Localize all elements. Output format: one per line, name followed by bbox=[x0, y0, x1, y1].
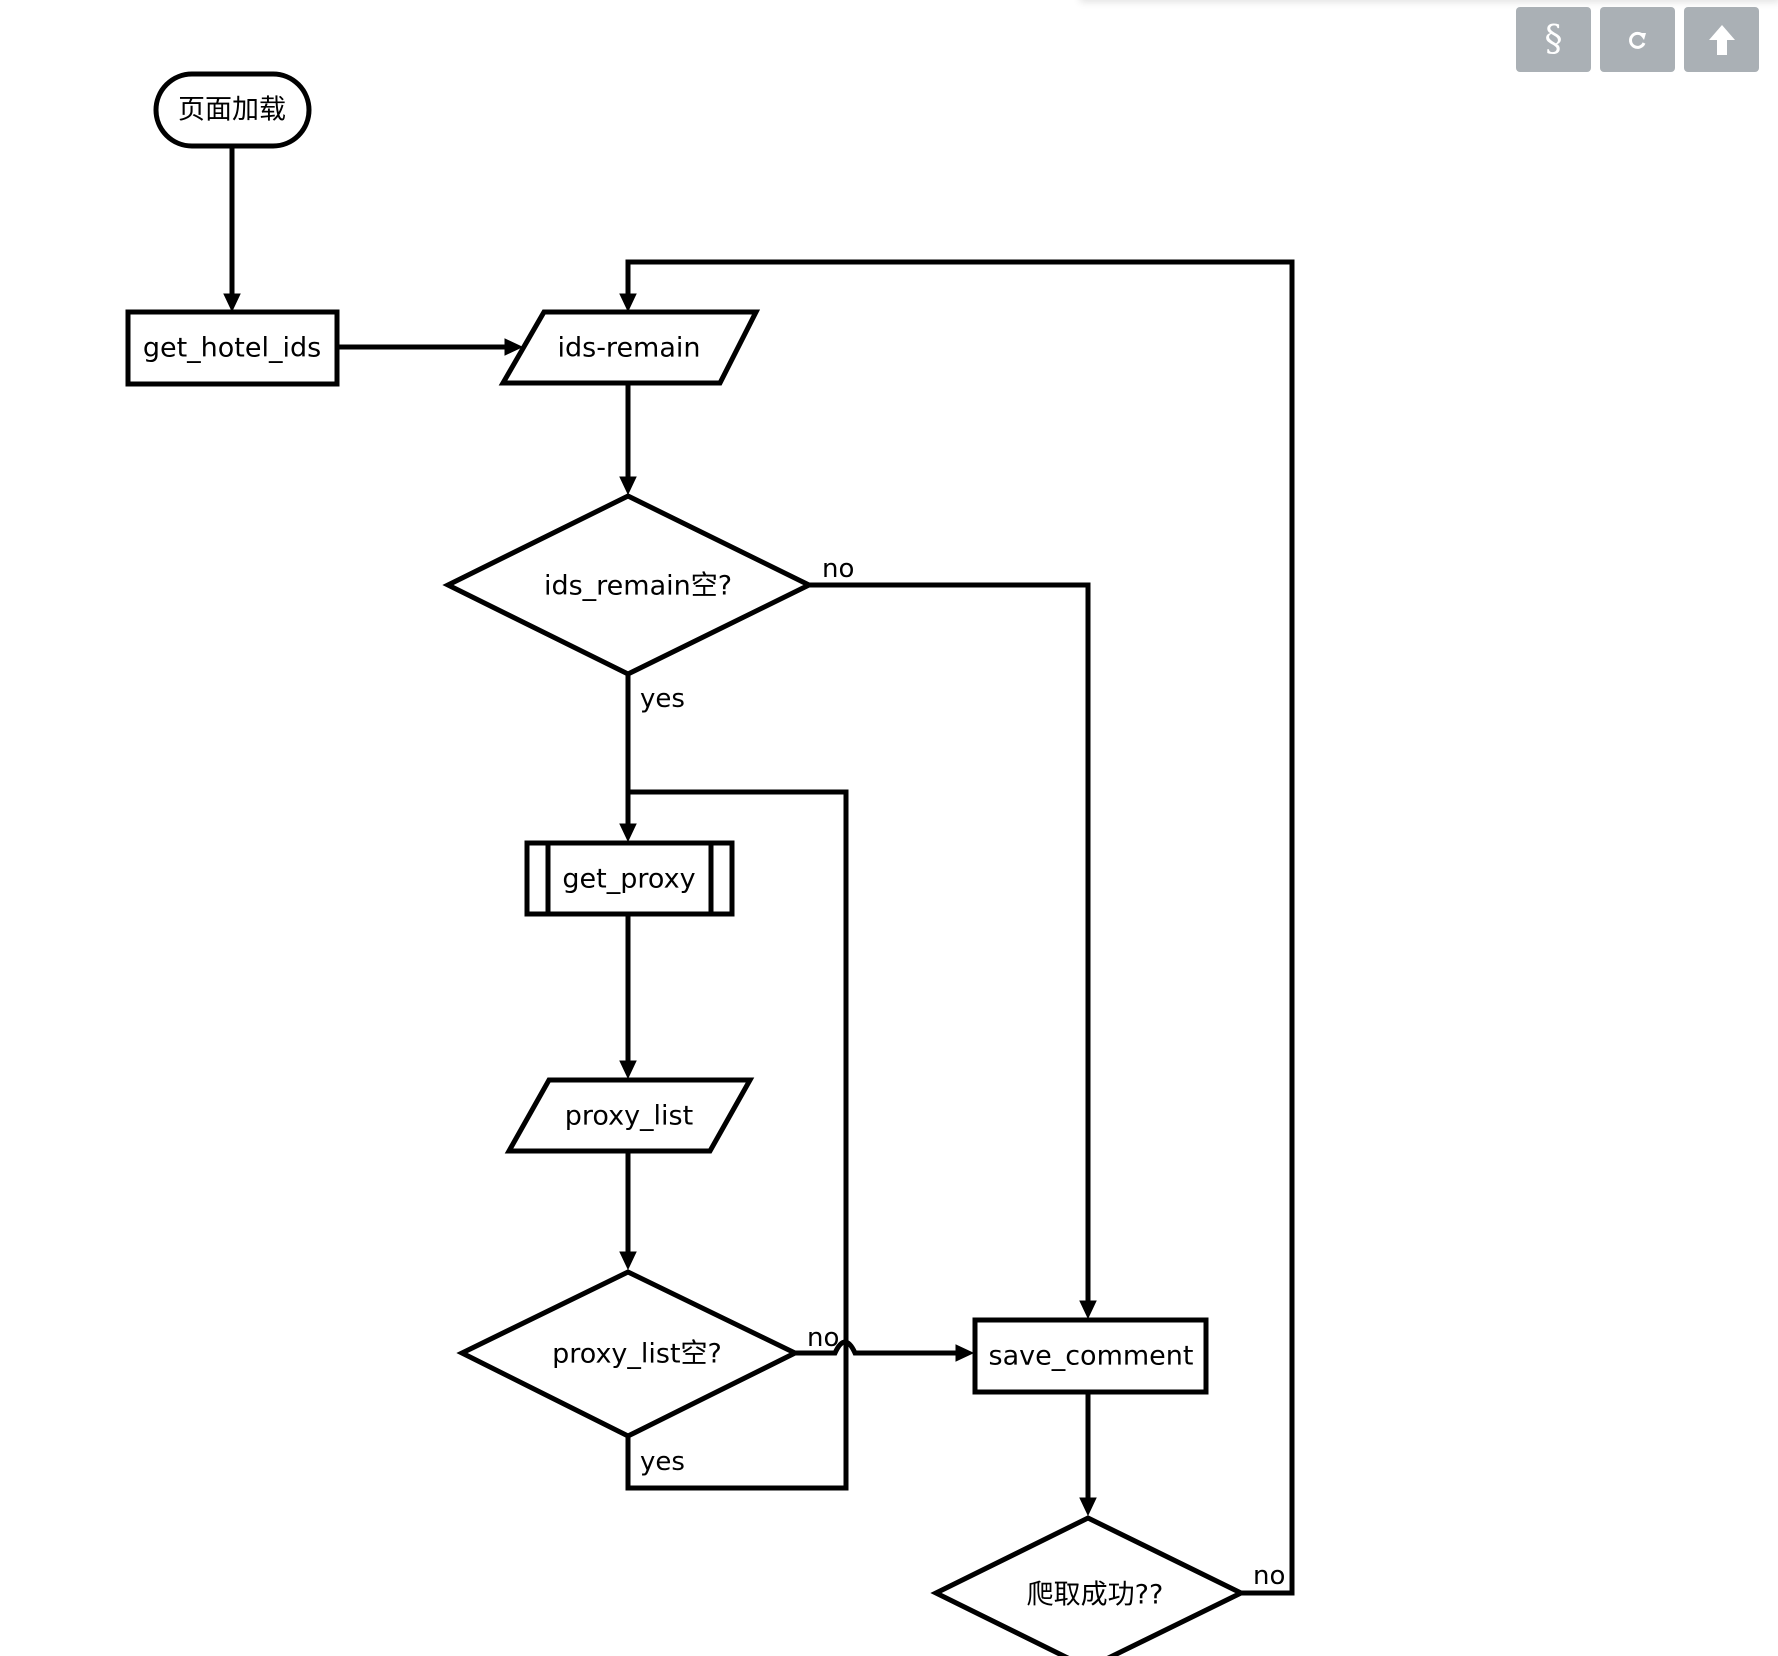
edge-labels: no yes no yes no bbox=[640, 554, 1285, 1591]
edge-crawl-no-to-ids-remain bbox=[625, 259, 1295, 1596]
node-proxy-list-data[interactable]: proxy_list bbox=[504, 1077, 755, 1154]
get-proxy-label: get_proxy bbox=[562, 864, 695, 895]
node-save-comment[interactable]: save_comment bbox=[972, 1317, 1209, 1395]
arrowhead-save-comment-left bbox=[955, 1344, 975, 1362]
save-comment-shape bbox=[972, 1317, 1209, 1395]
start-label: 页面加载 bbox=[178, 95, 286, 126]
section-button[interactable]: § bbox=[1516, 7, 1591, 72]
arrowhead-proxy-list bbox=[619, 1060, 637, 1080]
proxy-list-no-label: no bbox=[807, 1323, 839, 1353]
arrow-up-icon bbox=[1708, 24, 1735, 55]
start-terminal-shape bbox=[153, 71, 312, 149]
toolbar: § bbox=[1516, 7, 1759, 72]
get-hotel-ids-shape bbox=[125, 309, 340, 387]
save-comment-label: save_comment bbox=[989, 1341, 1194, 1372]
arrowhead-crawl-decision bbox=[1079, 1497, 1097, 1517]
node-ids-remain-data[interactable]: ids-remain bbox=[498, 309, 761, 386]
arrowhead-get-hotel-ids bbox=[223, 293, 241, 313]
ids-remain-data-shape bbox=[498, 309, 761, 386]
crawl-success-decision-label: 爬取成功?? bbox=[1027, 1580, 1164, 1611]
ids-remain-decision-shape bbox=[442, 493, 815, 677]
edge-proxy-list-yes-loop bbox=[625, 789, 849, 1491]
proxy-list-data-label: proxy_list bbox=[565, 1101, 693, 1132]
refresh-button[interactable] bbox=[1600, 7, 1675, 72]
ids-remain-yes-label: yes bbox=[640, 684, 685, 714]
proxy-list-data-shape bbox=[504, 1077, 755, 1154]
arrowhead-ids-remain-top bbox=[619, 293, 637, 313]
scroll-top-button[interactable] bbox=[1684, 7, 1759, 72]
ids-remain-decision-label: ids_remain空? bbox=[544, 571, 732, 602]
node-ids-remain-decision[interactable]: ids_remain空? bbox=[442, 493, 815, 677]
arrowhead-ids-remain-left bbox=[504, 338, 524, 356]
proxy-list-decision-label: proxy_list空? bbox=[552, 1339, 722, 1370]
arrowhead-get-proxy bbox=[619, 823, 637, 843]
ids-remain-data-label: ids-remain bbox=[557, 333, 700, 364]
refresh-icon bbox=[1628, 31, 1646, 49]
arrowhead-decision-proxy-list bbox=[619, 1251, 637, 1271]
ids-remain-no-label: no bbox=[822, 554, 854, 584]
node-get-proxy[interactable]: get_proxy bbox=[524, 840, 735, 917]
node-crawl-success-decision[interactable]: 爬取成功?? bbox=[930, 1515, 1247, 1656]
crawl-success-decision-shape bbox=[930, 1515, 1247, 1656]
node-get-hotel-ids[interactable]: get_hotel_ids bbox=[125, 309, 340, 387]
crawl-success-no-label: no bbox=[1253, 1561, 1285, 1591]
edge-ids-remain-no-to-save-comment bbox=[809, 582, 1091, 1303]
proxy-list-yes-label: yes bbox=[640, 1447, 685, 1477]
section-sign-icon: § bbox=[1544, 18, 1563, 60]
node-proxy-list-decision[interactable]: proxy_list空? bbox=[456, 1269, 801, 1439]
get-hotel-ids-label: get_hotel_ids bbox=[143, 333, 321, 364]
edges bbox=[223, 146, 1295, 1596]
proxy-list-decision-shape bbox=[456, 1269, 801, 1439]
get-proxy-shape bbox=[524, 840, 735, 917]
node-start[interactable]: 页面加载 bbox=[153, 71, 312, 149]
arrowhead-save-comment-top bbox=[1079, 1300, 1097, 1320]
arrowhead-decision-ids-remain bbox=[619, 476, 637, 496]
